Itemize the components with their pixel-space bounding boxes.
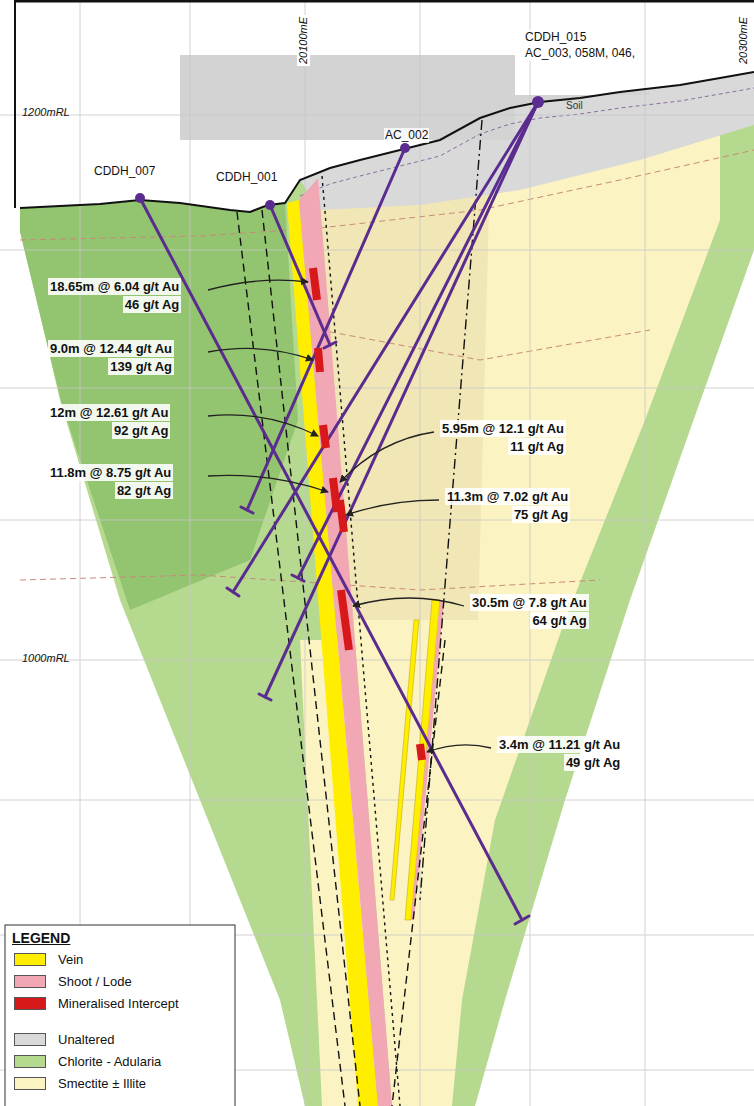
soil-label: Soil xyxy=(566,100,583,112)
intercept-grade: 92 g/t Ag xyxy=(112,422,170,439)
drillhole-name: CDDH_001 xyxy=(215,170,278,185)
drillhole-name: CDDH_007 xyxy=(93,164,156,179)
legend-swatch xyxy=(14,1055,46,1068)
legend-text: Chlorite - Adularia xyxy=(58,1054,161,1070)
intercept-grade: 46 g/t Ag xyxy=(123,296,181,313)
elevation-label: 1200mRL xyxy=(22,106,70,119)
intercept-grade: 11 g/t Ag xyxy=(508,438,566,455)
intercept-grade: 3.4m @ 11.21 g/t Au xyxy=(497,736,622,753)
legend-swatch xyxy=(14,997,46,1010)
elevation-label: 1000mRL xyxy=(22,652,70,665)
legend-text: Unaltered xyxy=(58,1032,114,1048)
legend-swatch xyxy=(14,953,46,966)
intercept-grade: 9.0m @ 12.44 g/t Au xyxy=(48,340,174,357)
intercept-grade: 11.3m @ 7.02 g/t Au xyxy=(445,488,570,505)
intercept-grade: 75 g/t Ag xyxy=(512,506,570,523)
intercept-grade: 11.8m @ 8.75 g/t Au xyxy=(48,464,173,481)
legend-swatch xyxy=(14,975,46,988)
intercept-grade: 64 g/t Ag xyxy=(530,612,588,629)
legend-text: Smectite ± Illite xyxy=(58,1076,146,1092)
legend-text: Vein xyxy=(58,952,83,968)
legend-swatch xyxy=(14,1077,46,1090)
legend-text: Shoot / Lode xyxy=(58,974,132,990)
drillhole-name: CDDH_015 xyxy=(524,30,587,45)
intercept-grade: 18.65m @ 6.04 g/t Au xyxy=(48,278,181,295)
legend-swatch xyxy=(14,1033,46,1046)
legend-heading: LEGEND xyxy=(12,930,70,947)
intercept-grade: 82 g/t Ag xyxy=(115,482,173,499)
intercept-grade: 30.5m @ 7.8 g/t Au xyxy=(470,594,589,611)
intercept-grade: 5.95m @ 12.1 g/t Au xyxy=(440,420,566,437)
legend-text: Mineralised Intercept xyxy=(58,996,179,1012)
axis-label: 20300mE xyxy=(737,15,750,66)
intercept-grade: 49 g/t Ag xyxy=(564,754,622,771)
axis-label: 20100mE xyxy=(297,15,310,66)
drillhole-name: AC_002 xyxy=(384,128,429,143)
drillhole-name: AC_003, 058M, 046, xyxy=(524,46,636,61)
intercept-grade: 12m @ 12.61 g/t Au xyxy=(48,404,170,421)
intercept-grade: 139 g/t Ag xyxy=(108,358,174,375)
